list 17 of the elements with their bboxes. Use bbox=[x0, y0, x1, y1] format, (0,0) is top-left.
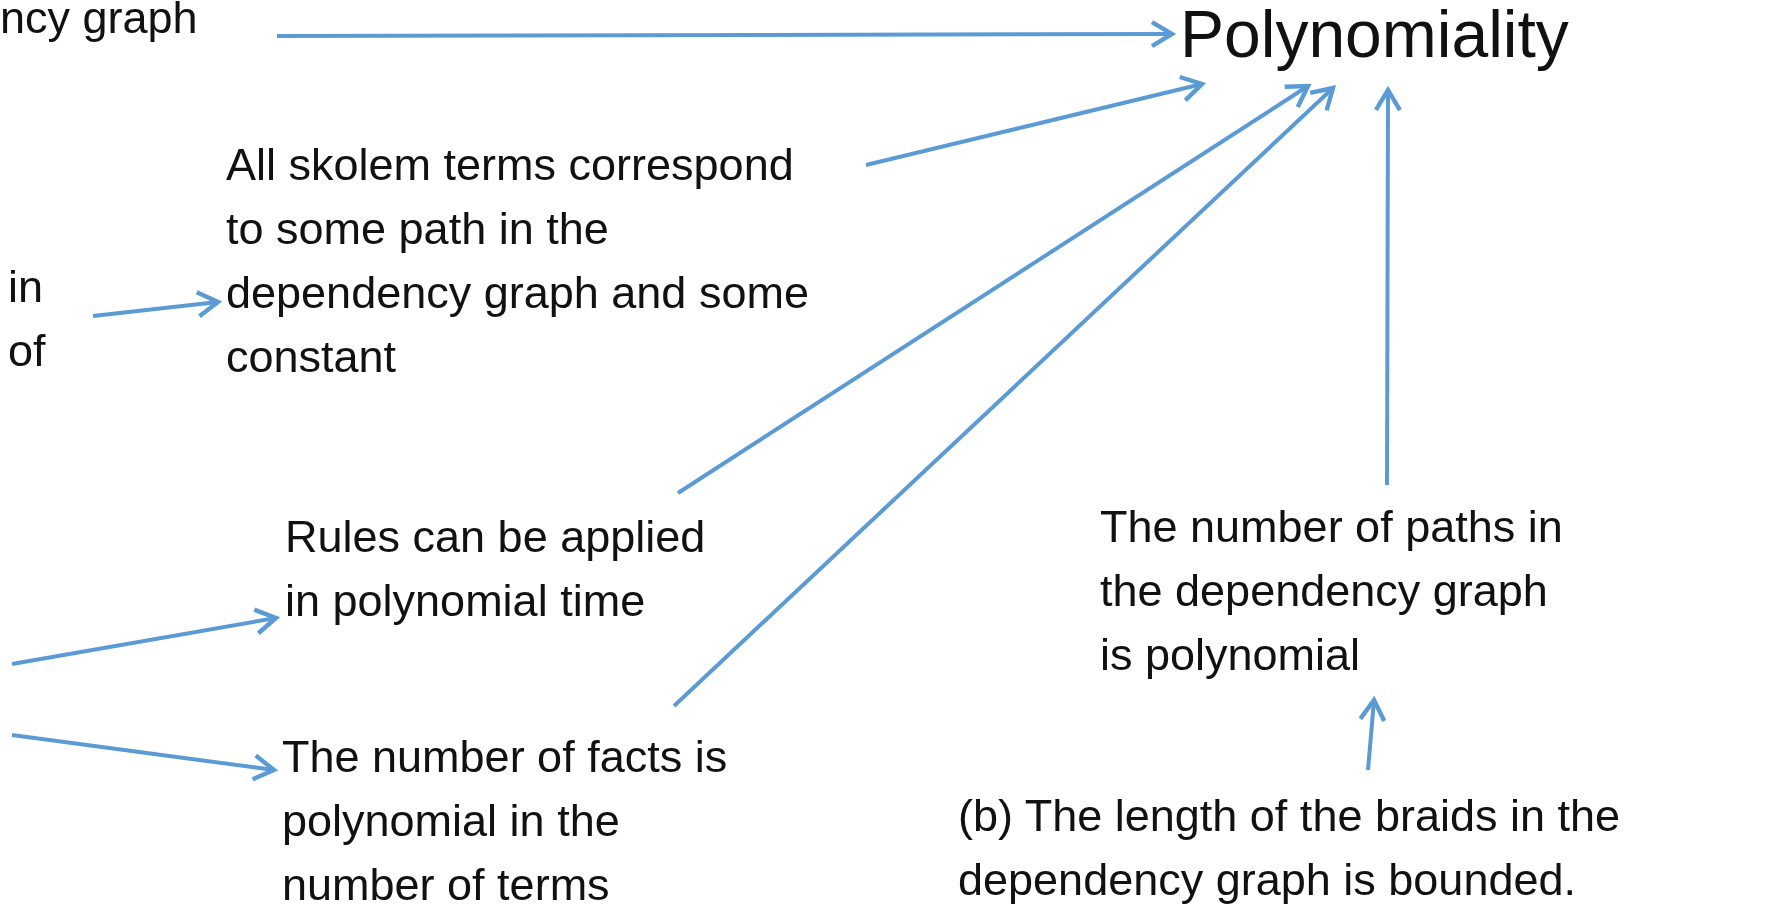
arrow bbox=[11, 607, 279, 666]
arrow bbox=[1358, 697, 1387, 771]
concept-title: Polynomiality bbox=[1180, 0, 1570, 72]
arrow bbox=[1373, 87, 1403, 485]
statement-text: ncy graph bbox=[0, 0, 199, 44]
arrow bbox=[865, 74, 1205, 167]
statement-text: The number of paths in the dependency graph is polynomial bbox=[1100, 500, 1564, 682]
statement-text: All skolem terms correspond to some path in the dependency graph and some constant bbox=[226, 138, 810, 384]
arrow bbox=[277, 19, 1175, 49]
statement-text: The number of facts is polynomial in the number of terms bbox=[282, 730, 729, 906]
statement-text: Rules can be applied in polynomial time bbox=[285, 510, 707, 628]
arrow bbox=[672, 85, 1336, 708]
statement-text: (b) The length of the braids in the dependency graph is bounded. bbox=[958, 789, 1622, 906]
arrow bbox=[11, 733, 277, 782]
arrow bbox=[92, 290, 221, 319]
statement-text: in of bbox=[8, 260, 47, 378]
arrow bbox=[676, 83, 1311, 495]
